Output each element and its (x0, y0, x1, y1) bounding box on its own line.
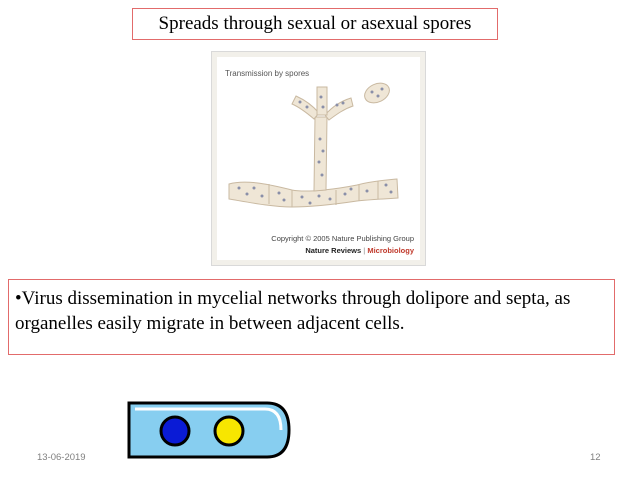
hypha-spore-illustration (228, 82, 399, 208)
figure-source-journal: Microbiology (367, 246, 414, 255)
transmission-figure: Transmission by spores Copyright © 2005 … (211, 51, 426, 266)
figure-panel: Transmission by spores Copyright © 2005 … (217, 57, 420, 260)
figure-copyright: Copyright © 2005 Nature Publishing Group (271, 234, 414, 243)
yellow-nucleus-icon (213, 415, 245, 447)
figure-title: Transmission by spores (225, 69, 310, 78)
figure-source-separator: | (363, 246, 366, 255)
body-text: •Virus dissemination in mycelial network… (8, 279, 615, 355)
hyphal-cell-icon (127, 401, 291, 459)
figure-source-publication: Nature Reviews (305, 246, 362, 255)
figure-source: Nature Reviews | Microbiology (305, 246, 414, 255)
blue-nucleus-icon (159, 415, 191, 447)
page-number: 12 (590, 452, 601, 463)
slide-title: Spreads through sexual or asexual spores (132, 8, 498, 40)
footer-date: 13-06-2019 (37, 452, 86, 463)
